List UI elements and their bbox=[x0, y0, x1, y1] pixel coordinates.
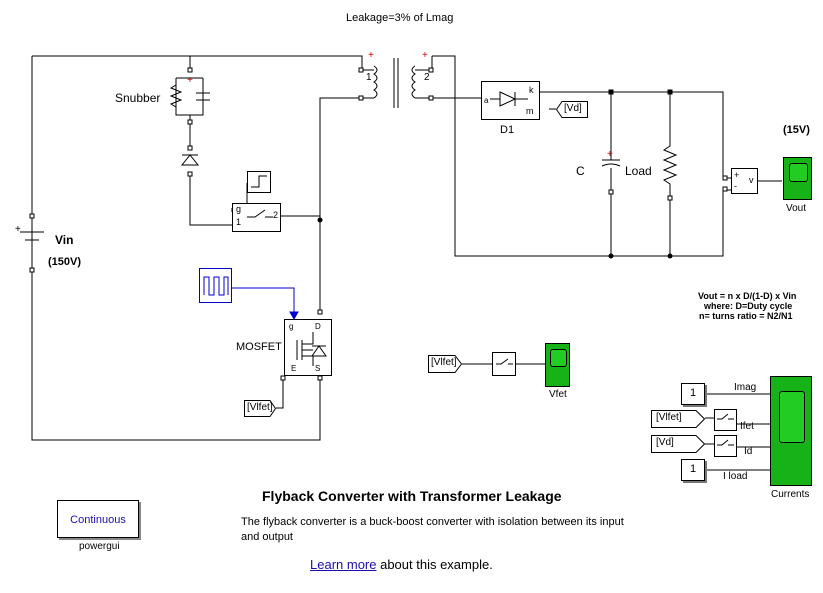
goto-vd-label: [Vd] bbox=[564, 103, 582, 114]
pulse-icon bbox=[203, 276, 229, 296]
capacitor-label: C bbox=[576, 164, 585, 178]
transformer-core bbox=[393, 58, 399, 108]
constant-imag[interactable]: 1 bbox=[681, 383, 705, 405]
diode-port-m: m bbox=[526, 106, 534, 116]
mosfet-port-d: D bbox=[315, 322, 321, 331]
output-capacitor bbox=[601, 159, 621, 167]
wire-primary-drain bbox=[319, 97, 362, 310]
load-label: Load bbox=[625, 164, 652, 178]
goto-shape bbox=[556, 101, 588, 118]
switch-port-2: 2 bbox=[273, 210, 279, 220]
wire-secondary-return bbox=[432, 55, 724, 257]
selector-icon bbox=[717, 439, 734, 446]
constant-iload[interactable]: 1 bbox=[681, 459, 705, 481]
diode-icon bbox=[490, 91, 528, 107]
formula-line1: Vout = n x D/(1-D) x Vin bbox=[698, 291, 797, 301]
switch-icon bbox=[247, 209, 273, 218]
from-vd-label: [Vd] bbox=[656, 437, 674, 448]
vm-plus: + bbox=[734, 170, 740, 180]
pulse-generator-block[interactable] bbox=[199, 268, 232, 303]
ideal-switch-block[interactable]: g 1 2 bbox=[232, 203, 281, 232]
from-vlfet-1[interactable]: [Vlfet] bbox=[428, 355, 462, 373]
powergui-label: powergui bbox=[79, 541, 120, 552]
mosfet-icon bbox=[296, 332, 327, 366]
svg-text:+: + bbox=[15, 224, 21, 235]
switch-port-1: 1 bbox=[236, 217, 242, 227]
learn-more-link[interactable]: Learn more bbox=[310, 557, 377, 572]
id-selector-block[interactable] bbox=[714, 435, 737, 457]
goto-vlfet-label: [Vlfet] bbox=[247, 402, 273, 413]
goto-vlfet[interactable]: [Vlfet] bbox=[244, 400, 276, 417]
signal-id-label: Id bbox=[744, 446, 753, 457]
mosfet-port-e: E bbox=[291, 364, 297, 373]
vfet-scope[interactable] bbox=[545, 343, 570, 387]
transformer-secondary-coil bbox=[411, 65, 416, 99]
leakage-note: Leakage=3% of Lmag bbox=[346, 12, 454, 24]
learn-more-line: Learn more about this example. bbox=[310, 557, 493, 572]
snubber-resistor bbox=[169, 84, 183, 108]
page-title: Flyback Converter with Transformer Leaka… bbox=[262, 488, 562, 504]
vfet-selector-block[interactable] bbox=[492, 352, 516, 376]
mosfet-port-g: g bbox=[289, 322, 294, 331]
source-label: Vin bbox=[55, 233, 74, 247]
wire-top-primary bbox=[32, 55, 363, 70]
mosfet-block[interactable]: g D E S bbox=[284, 319, 332, 376]
currents-scope[interactable] bbox=[770, 376, 812, 486]
powergui-block[interactable]: Continuous bbox=[57, 500, 139, 538]
formula-line2: where: D=Duty cycle bbox=[704, 301, 793, 311]
transformer-primary-coil bbox=[373, 65, 378, 99]
diode-port-a: a bbox=[484, 96, 489, 105]
from-vd[interactable]: [Vd] bbox=[651, 435, 705, 453]
goto-vd[interactable]: [Vd] bbox=[556, 101, 588, 118]
scope-screen-icon bbox=[789, 163, 808, 182]
vm-minus: - bbox=[734, 181, 737, 191]
signal-iload-label: I load bbox=[723, 471, 748, 482]
scope-screen-icon bbox=[779, 391, 805, 443]
vout-label: Vout bbox=[786, 203, 807, 214]
scope-screen-icon bbox=[550, 349, 567, 367]
winding2-label: 2 bbox=[424, 72, 430, 83]
selector-icon bbox=[717, 413, 734, 420]
diode-label: D1 bbox=[500, 124, 515, 136]
currents-label: Currents bbox=[771, 489, 810, 500]
description: The flyback converter is a buck-boost co… bbox=[241, 516, 624, 543]
signal-ifet-label: Ifet bbox=[740, 421, 754, 432]
svg-text:+: + bbox=[368, 50, 374, 61]
winding1-label: 1 bbox=[366, 72, 372, 83]
from-shape bbox=[428, 355, 462, 373]
diode-block[interactable]: a k m bbox=[481, 81, 540, 120]
snubber-label: Snubber bbox=[115, 91, 161, 105]
selector-icon bbox=[496, 358, 513, 365]
vout-value: (15V) bbox=[783, 124, 810, 136]
svg-text:+: + bbox=[607, 149, 613, 160]
from-vlfet-2[interactable]: [Vlfet] bbox=[651, 410, 705, 428]
voltage-measurement-block[interactable]: + - v bbox=[731, 168, 758, 194]
source-value: (150V) bbox=[48, 256, 82, 268]
goto-shape bbox=[244, 400, 276, 417]
vout-scope[interactable] bbox=[783, 157, 812, 200]
ifet-selector-block[interactable] bbox=[714, 409, 737, 431]
from-vlfet-1-label: [Vlfet] bbox=[431, 357, 457, 368]
formula-line3: n= turns ratio = N2/N1 bbox=[699, 311, 793, 321]
learn-more-rest: about this example. bbox=[376, 557, 493, 572]
mosfet-port-s: S bbox=[315, 364, 321, 373]
from-shape bbox=[651, 410, 705, 428]
vfet-label: Vfet bbox=[549, 389, 567, 400]
step-block[interactable] bbox=[247, 171, 271, 193]
switch-port-g: g bbox=[236, 204, 242, 214]
battery-symbol bbox=[20, 231, 44, 241]
from-shape bbox=[651, 435, 705, 453]
step-icon bbox=[251, 175, 267, 188]
wire-left-rail bbox=[31, 56, 321, 441]
mosfet-label: MOSFET bbox=[236, 341, 282, 353]
from-vlfet-2-label: [Vlfet] bbox=[656, 412, 682, 423]
vm-v: v bbox=[749, 175, 754, 185]
diode-port-k: k bbox=[529, 85, 534, 95]
svg-text:+: + bbox=[422, 50, 428, 61]
snubber-capacitor bbox=[196, 92, 210, 101]
snubber-diode bbox=[180, 154, 200, 166]
signal-imag-label: Imag bbox=[734, 382, 757, 393]
svg-text:+: + bbox=[187, 75, 193, 86]
load-resistor bbox=[662, 138, 678, 198]
